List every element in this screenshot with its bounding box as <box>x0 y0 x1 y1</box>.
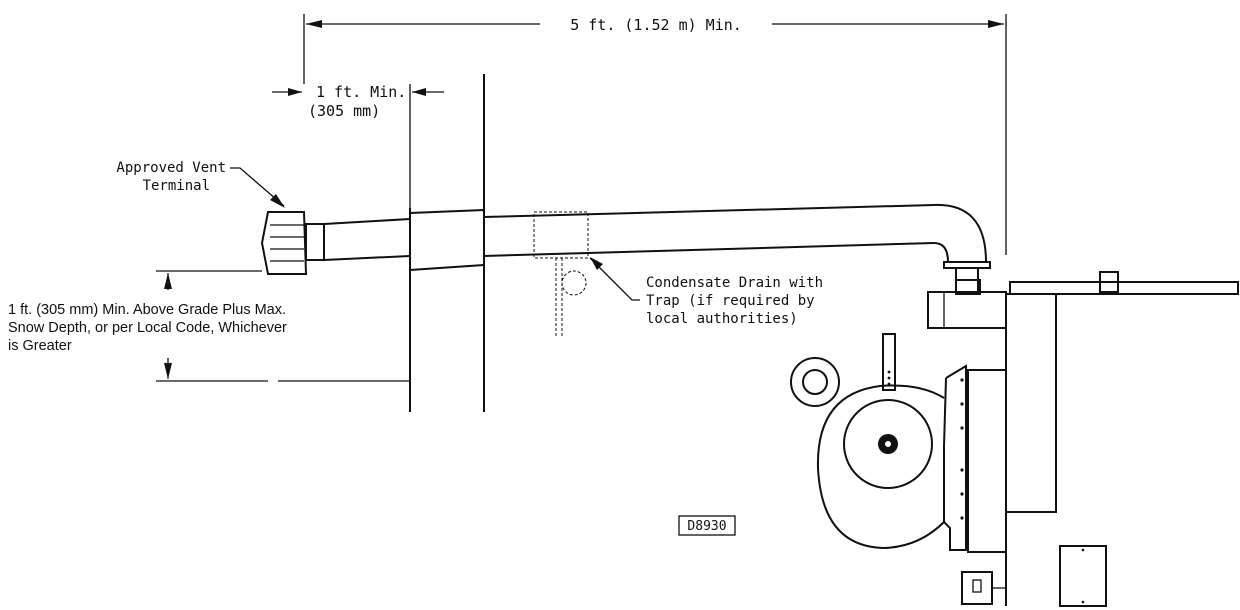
vent-terminal-callout: Approved Vent Terminal <box>116 160 285 208</box>
furnace <box>790 271 1239 607</box>
above-grade-dimension: 1 ft. (305 mm) Min. Above Grade Plus Max… <box>8 270 410 382</box>
min-distance-dimension: 5 ft. (1.52 m) Min. <box>303 14 1007 255</box>
arrow-right-icon <box>988 20 1004 28</box>
arrow-down-icon <box>164 363 172 379</box>
condensate-label-3: local authorities) <box>646 311 798 327</box>
condensate-label-1: Condensate Drain with <box>646 275 823 291</box>
vent-terminal <box>260 211 325 275</box>
condensate-drain <box>533 211 589 338</box>
drawing-id-label: D8930 <box>687 519 726 534</box>
wall-clearance-label-2: (305 mm) <box>308 102 380 120</box>
drawing-id-box: D8930 <box>678 515 736 536</box>
arrow-up-icon <box>164 273 172 289</box>
wall-clearance-dimension: 1 ft. Min. (305 mm) <box>272 83 444 208</box>
vent-terminal-label-1: Approved Vent <box>116 160 226 176</box>
arrow-right-icon <box>288 88 302 96</box>
condensate-callout: Condensate Drain with Trap (if required … <box>589 257 823 327</box>
wall <box>409 74 485 412</box>
arrow-left-icon <box>412 88 426 96</box>
arrow-icon <box>270 194 285 208</box>
above-grade-label-2: Snow Depth, or per Local Code, Whichever <box>8 320 287 336</box>
above-grade-label-1: 1 ft. (305 mm) Min. Above Grade Plus Max… <box>8 302 286 318</box>
above-grade-label-3: is Greater <box>8 338 72 354</box>
wall-clearance-label-1: 1 ft. Min. <box>316 83 406 101</box>
min-distance-label: 5 ft. (1.52 m) Min. <box>570 16 742 34</box>
arrow-left-icon <box>306 20 322 28</box>
condensate-label-2: Trap (if required by <box>646 293 815 309</box>
vent-terminal-label-2: Terminal <box>143 178 210 194</box>
arrow-icon <box>590 257 603 270</box>
vent-pipe <box>323 203 991 292</box>
